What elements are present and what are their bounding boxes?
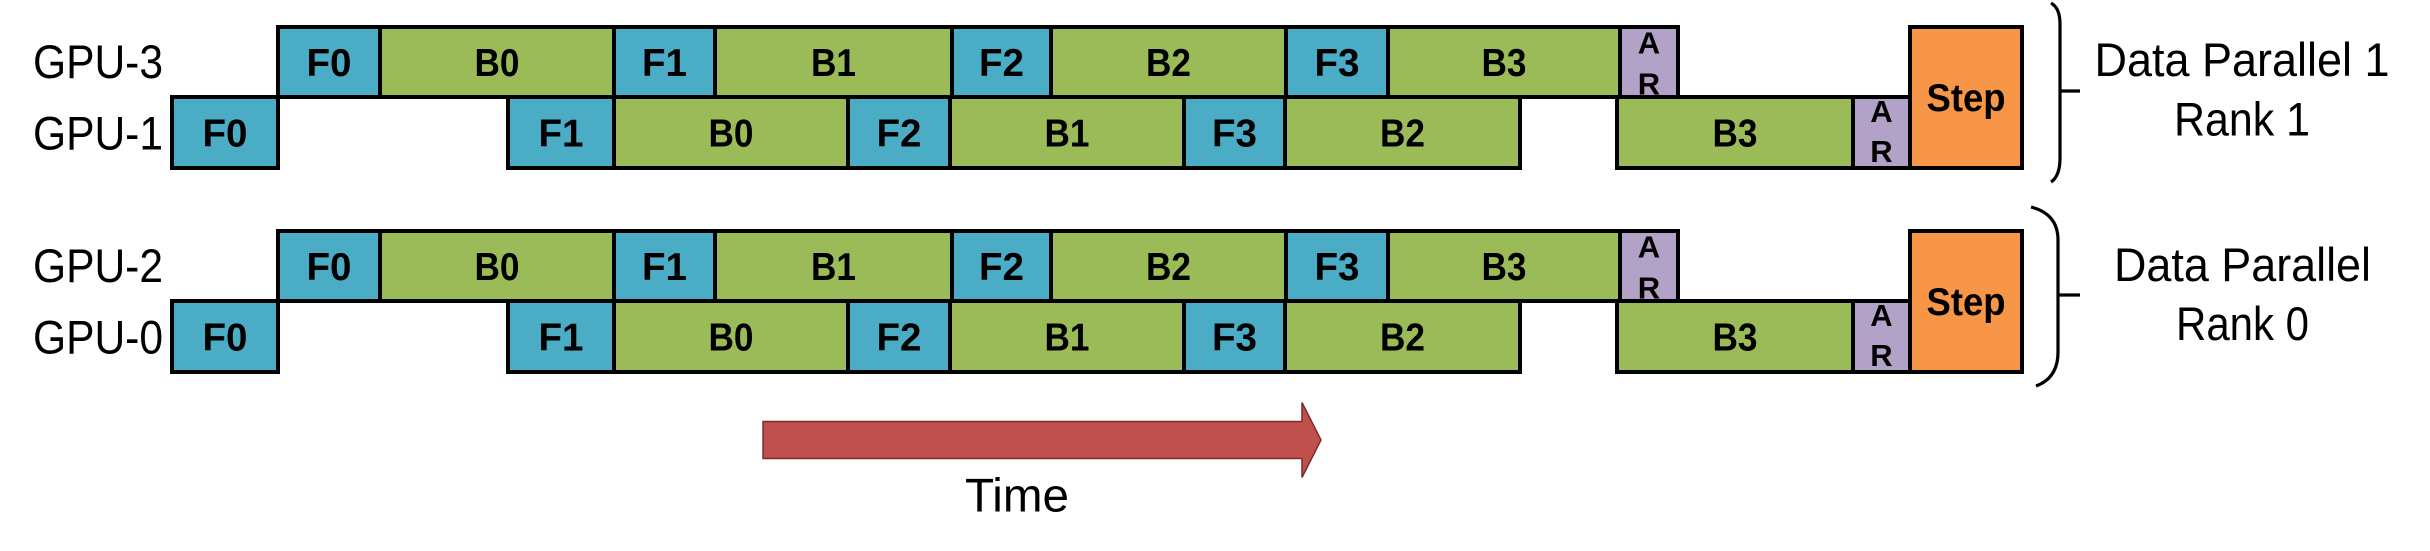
svg-text:R: R <box>1870 134 1892 169</box>
svg-text:GPU-3: GPU-3 <box>33 35 163 88</box>
svg-text:F0: F0 <box>307 42 352 85</box>
svg-text:F0: F0 <box>203 113 248 156</box>
svg-text:Step: Step <box>1927 281 2006 324</box>
svg-text:GPU-1: GPU-1 <box>33 107 163 160</box>
svg-text:B1: B1 <box>1045 317 1090 360</box>
svg-text:R: R <box>1870 338 1892 373</box>
svg-text:A: A <box>1870 94 1892 129</box>
svg-text:F3: F3 <box>1315 246 1360 289</box>
svg-text:F3: F3 <box>1212 317 1257 360</box>
svg-text:B2: B2 <box>1146 42 1191 85</box>
svg-text:F2: F2 <box>877 317 922 360</box>
svg-text:F0: F0 <box>203 317 248 360</box>
svg-text:B3: B3 <box>1482 42 1527 85</box>
svg-text:Rank 1: Rank 1 <box>2174 93 2310 146</box>
svg-text:GPU-2: GPU-2 <box>33 239 163 292</box>
svg-text:F1: F1 <box>642 246 687 289</box>
svg-text:F1: F1 <box>539 113 584 156</box>
svg-text:A: A <box>1870 298 1892 333</box>
svg-text:B2: B2 <box>1380 113 1425 156</box>
svg-text:B1: B1 <box>811 42 856 85</box>
svg-text:F1: F1 <box>642 42 687 85</box>
svg-text:B0: B0 <box>475 42 520 85</box>
svg-text:R: R <box>1638 271 1660 306</box>
svg-text:B3: B3 <box>1482 246 1527 289</box>
svg-text:Data Parallel 1: Data Parallel 1 <box>2095 33 2390 86</box>
svg-text:R: R <box>1638 67 1660 102</box>
svg-text:F2: F2 <box>979 42 1024 85</box>
svg-text:A: A <box>1638 26 1660 61</box>
svg-text:F3: F3 <box>1315 42 1360 85</box>
svg-text:F0: F0 <box>307 246 352 289</box>
svg-text:B1: B1 <box>811 246 856 289</box>
svg-text:Time: Time <box>965 469 1069 522</box>
svg-text:B3: B3 <box>1713 113 1758 156</box>
svg-text:B0: B0 <box>475 246 520 289</box>
svg-text:GPU-0: GPU-0 <box>33 311 163 364</box>
svg-text:B2: B2 <box>1146 246 1191 289</box>
svg-text:F1: F1 <box>539 317 584 360</box>
svg-text:Step: Step <box>1927 77 2006 120</box>
svg-text:F3: F3 <box>1212 113 1257 156</box>
svg-text:B2: B2 <box>1380 317 1425 360</box>
svg-text:B3: B3 <box>1713 317 1758 360</box>
svg-text:B0: B0 <box>709 113 754 156</box>
svg-text:F2: F2 <box>877 113 922 156</box>
svg-text:B0: B0 <box>709 317 754 360</box>
svg-text:A: A <box>1638 230 1660 265</box>
svg-text:F2: F2 <box>979 246 1024 289</box>
svg-text:Rank 0: Rank 0 <box>2176 297 2309 350</box>
svg-text:Data Parallel: Data Parallel <box>2114 238 2371 291</box>
svg-text:B1: B1 <box>1045 113 1090 156</box>
